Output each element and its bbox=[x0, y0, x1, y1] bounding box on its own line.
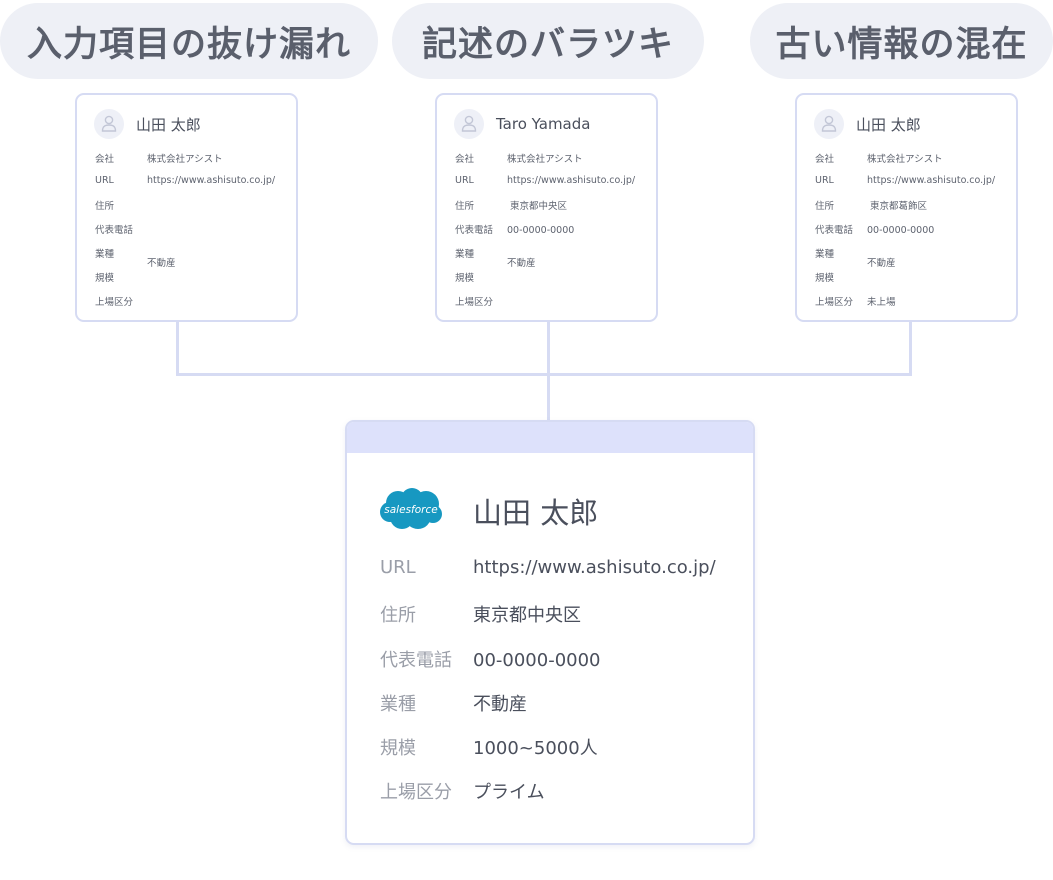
category-pill-outdated-info: 古い情報の混在 bbox=[750, 3, 1053, 79]
card-row-scale: 規模 bbox=[95, 270, 147, 284]
field-value: 株式会社アシスト bbox=[507, 154, 583, 165]
field-value: 1000~5000人 bbox=[473, 738, 598, 759]
category-pill-missing-fields: 入力項目の抜け漏れ bbox=[0, 3, 378, 79]
card-row-address: 住所 bbox=[95, 198, 147, 212]
field-label: URL bbox=[815, 175, 834, 186]
field-value: 株式会社アシスト bbox=[867, 154, 943, 165]
connector-horizontal bbox=[176, 373, 912, 376]
record-card: 山田 太郎 会社 株式会社アシスト URL https://www.ashisuto… bbox=[795, 93, 1018, 322]
field-label: 代表電話 bbox=[455, 225, 494, 236]
field-label: URL bbox=[380, 557, 416, 578]
field-value: 00-0000-0000 bbox=[473, 650, 601, 671]
field-label: URL bbox=[95, 175, 114, 186]
card-contact-name: Taro Yamada bbox=[496, 115, 591, 133]
card-row-industry: 業種 bbox=[95, 246, 147, 260]
field-label: 上場区分 bbox=[815, 297, 854, 308]
field-label: 住所 bbox=[455, 201, 475, 212]
field-value: 東京都中央区 bbox=[473, 605, 581, 626]
merged-record-card: salesforce 山田 太郎 URL https://www.ashisuto… bbox=[345, 420, 755, 845]
card-row-url: URL https://www.ashisuto.co.jp/ bbox=[455, 175, 635, 186]
field-label: 会社 bbox=[815, 154, 835, 165]
field-label: 上場区分 bbox=[380, 782, 452, 803]
field-label: 住所 bbox=[815, 201, 835, 212]
merged-contact-name: 山田 太郎 bbox=[473, 496, 599, 530]
card-row-industry: 業種 bbox=[455, 246, 507, 260]
merged-row-url: URL https://www.ashisuto.co.jp/ bbox=[380, 557, 716, 578]
field-label: 規模 bbox=[95, 273, 115, 284]
merged-row-address: 住所 東京都中央区 bbox=[380, 601, 581, 627]
field-label: 規模 bbox=[380, 738, 416, 759]
user-avatar-icon bbox=[94, 109, 124, 139]
field-value: https://www.ashisuto.co.jp/ bbox=[473, 557, 716, 578]
field-label: 住所 bbox=[380, 605, 416, 626]
salesforce-logo-text: salesforce bbox=[384, 504, 437, 516]
card-header: 山田 太郎 bbox=[814, 108, 921, 140]
card-header: 山田 太郎 bbox=[94, 108, 201, 140]
record-card: 山田 太郎 会社 株式会社アシスト URL https://www.ashisuto… bbox=[75, 93, 298, 322]
card-contact-name: 山田 太郎 bbox=[136, 115, 201, 134]
card-row-company: 会社 株式会社アシスト bbox=[95, 151, 223, 165]
card-industry-value: 不動産 bbox=[147, 258, 176, 269]
field-label: 住所 bbox=[95, 201, 115, 212]
field-value: 東京都中央区 bbox=[510, 201, 568, 212]
field-label: 業種 bbox=[815, 249, 835, 260]
card-row-listing: 上場区分 未上場 bbox=[815, 294, 896, 308]
merged-row-industry: 業種 不動産 bbox=[380, 690, 527, 716]
card-row-company: 会社 株式会社アシスト bbox=[455, 151, 583, 165]
field-label: 業種 bbox=[455, 249, 475, 260]
card-row-scale: 規模 bbox=[815, 270, 867, 284]
field-value: 株式会社アシスト bbox=[147, 154, 223, 165]
field-value: 00-0000-0000 bbox=[507, 225, 575, 236]
card-row-listing: 上場区分 bbox=[95, 294, 147, 308]
card-row-address: 住所 東京都葛飾区 bbox=[815, 198, 927, 212]
card-row-industry: 業種 bbox=[815, 246, 867, 260]
card-row-phone: 代表電話 00-0000-0000 bbox=[815, 222, 934, 236]
field-label: 会社 bbox=[95, 154, 115, 165]
card-row-phone: 代表電話 bbox=[95, 222, 147, 236]
merged-card-header-band bbox=[347, 422, 753, 453]
category-pill-inconsistent-notation: 記述のバラツキ bbox=[392, 3, 704, 79]
merged-row-phone: 代表電話 00-0000-0000 bbox=[380, 646, 601, 672]
field-value: 東京都葛飾区 bbox=[870, 201, 928, 212]
card-row-company: 会社 株式会社アシスト bbox=[815, 151, 943, 165]
field-value: https://www.ashisuto.co.jp/ bbox=[147, 175, 276, 186]
field-value: 未上場 bbox=[867, 297, 896, 308]
user-avatar-icon bbox=[814, 109, 844, 139]
record-card: Taro Yamada 会社 株式会社アシスト URL https://www.as… bbox=[435, 93, 658, 322]
field-label: 規模 bbox=[455, 273, 475, 284]
field-label: 代表電話 bbox=[95, 225, 134, 236]
card-industry-value: 不動産 bbox=[507, 258, 536, 269]
field-value: https://www.ashisuto.co.jp/ bbox=[867, 175, 996, 186]
user-avatar-icon bbox=[454, 109, 484, 139]
field-value: 00-0000-0000 bbox=[867, 225, 935, 236]
merged-row-scale: 規模 1000~5000人 bbox=[380, 734, 598, 760]
field-label: 規模 bbox=[815, 273, 835, 284]
connector-card-1 bbox=[176, 322, 179, 376]
card-row-url: URL https://www.ashisuto.co.jp/ bbox=[815, 175, 995, 186]
card-row-address: 住所 東京都中央区 bbox=[455, 198, 567, 212]
field-label: URL bbox=[455, 175, 474, 186]
connector-card-2 bbox=[547, 322, 550, 421]
card-industry-value: 不動産 bbox=[867, 258, 896, 269]
field-label: 代表電話 bbox=[815, 225, 854, 236]
card-row-listing: 上場区分 bbox=[455, 294, 507, 308]
field-label: 業種 bbox=[380, 694, 416, 715]
field-label: 会社 bbox=[455, 154, 475, 165]
field-value: プライム bbox=[473, 782, 545, 803]
field-value: https://www.ashisuto.co.jp/ bbox=[507, 175, 636, 186]
card-contact-name: 山田 太郎 bbox=[856, 115, 921, 134]
field-label: 上場区分 bbox=[95, 297, 134, 308]
card-row-phone: 代表電話 00-0000-0000 bbox=[455, 222, 574, 236]
field-label: 上場区分 bbox=[455, 297, 494, 308]
field-label: 業種 bbox=[95, 249, 115, 260]
field-label: 代表電話 bbox=[380, 650, 452, 671]
merged-row-listing: 上場区分プライム bbox=[380, 778, 545, 804]
card-row-url: URL https://www.ashisuto.co.jp/ bbox=[95, 175, 275, 186]
salesforce-logo-icon: salesforce bbox=[378, 486, 444, 536]
field-value: 不動産 bbox=[473, 694, 527, 715]
connector-card-3 bbox=[909, 322, 912, 376]
card-row-scale: 規模 bbox=[455, 270, 507, 284]
card-header: Taro Yamada bbox=[454, 108, 590, 140]
